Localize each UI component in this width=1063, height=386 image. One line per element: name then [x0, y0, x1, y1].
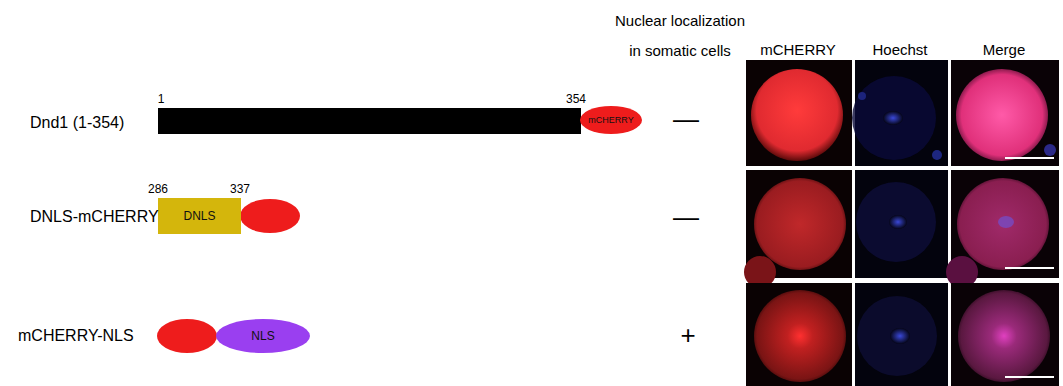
- node-label: NLS: [251, 329, 274, 343]
- row-label: mCHERRY-NLS: [18, 326, 134, 345]
- mcherry-ellipse: [240, 199, 300, 233]
- localization-sign: +: [680, 320, 695, 351]
- mcherry-ellipse: [157, 319, 217, 353]
- column-header: mCHERRY: [760, 41, 836, 59]
- nls-tag: NLS: [216, 319, 310, 353]
- localization-sign: —: [673, 202, 699, 233]
- localization-sign: —: [673, 104, 699, 135]
- residue-number: 286: [148, 182, 168, 196]
- residue-number: 1: [158, 92, 165, 106]
- column-header: Hoechst: [872, 41, 927, 59]
- column-header: Merge: [983, 41, 1026, 59]
- row-label: Dnd1 (1-354): [30, 113, 124, 132]
- node-label: mCHERRY: [588, 115, 633, 125]
- scale-bar: [1005, 158, 1054, 377]
- dnls-domain: DNLS: [158, 198, 241, 234]
- residue-number: 337: [230, 182, 250, 196]
- dnd1-bar: [158, 108, 581, 134]
- node-label: DNLS: [183, 209, 215, 223]
- mcherry-tag: mCHERRY: [580, 106, 642, 134]
- micrograph-panels: [744, 60, 1059, 386]
- row-label: DNLS-mCHERRY: [30, 207, 159, 226]
- column-header: Nuclear localization in somatic cells: [611, 6, 749, 66]
- residue-number: 354: [566, 92, 586, 106]
